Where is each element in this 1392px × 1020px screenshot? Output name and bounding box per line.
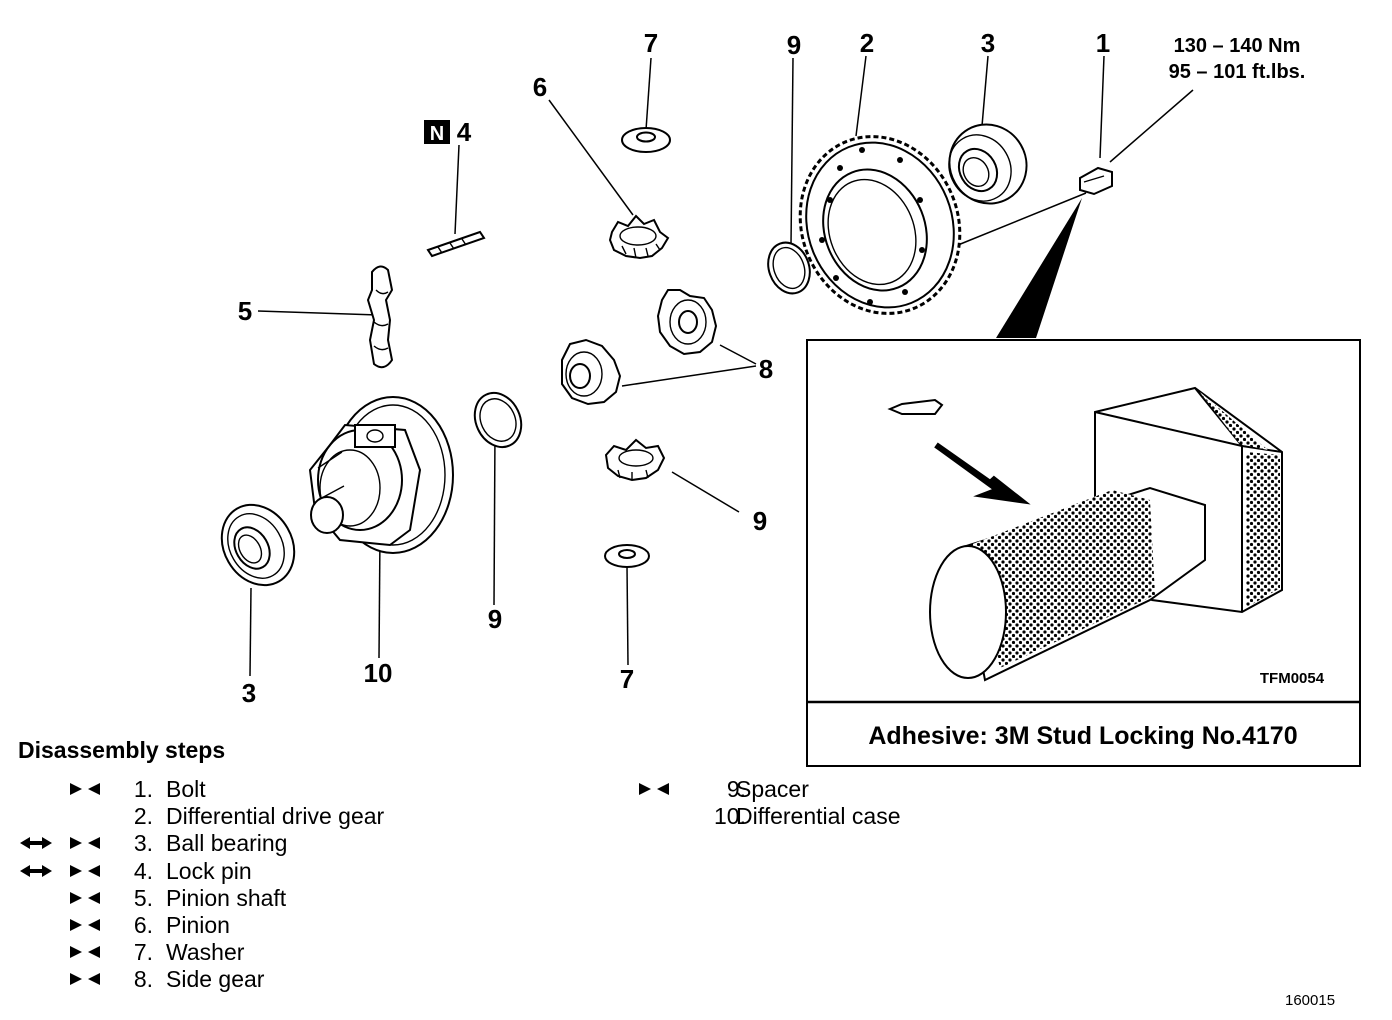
removal-service-mark-icon [18,830,54,857]
callout-2: 2 [860,28,874,58]
step-label: Bolt [166,776,206,802]
disassembly-steps-title: Disassembly steps [18,737,226,763]
spacer-case-side [473,391,523,449]
callout-4: 4 [457,117,472,147]
installation-service-mark-icon [68,912,102,939]
step-number: 9. [726,776,746,802]
step-label: Washer [166,939,245,966]
step-label: Pinion shaft [166,884,287,911]
step-number: 8. [133,966,153,993]
callout-9-top: 9 [787,30,801,60]
ball-bearing-top [948,123,1028,205]
callout-7-bottom: 7 [620,664,634,694]
installation-service-mark-icon [68,858,102,885]
detail-pointer [996,198,1082,338]
callout-10: 10 [364,658,393,688]
step-row: 4. Lock pin [0,858,560,885]
step-row: 9.Spacer [620,776,1040,803]
installation-service-mark-icon [68,885,102,912]
washer-top [621,127,671,153]
step-row: 1. Bolt [0,776,560,803]
step-row: 8. Side gear [0,966,560,993]
detail-box: Adhesive: 3M Stud Locking No.4170 TFM005… [806,339,1361,767]
steps-list-left: 1. Bolt 2. Differential drive gear 3. Ball be… [0,776,560,994]
washer-bottom [604,544,650,568]
pinion-top [608,214,670,260]
enlarged-bolt [929,386,1283,682]
callout-1: 1 [1096,28,1110,58]
differential-drive-gear [798,135,962,315]
pinion-bottom [604,438,666,482]
callout-5: 5 [238,296,252,326]
step-row: 10.Differential case [620,803,1040,830]
figure-number: 160015 [1285,992,1336,1009]
installation-service-mark-icon [637,776,671,803]
n-badge-letter: N [430,123,444,145]
step-number: 5. [133,884,153,911]
installation-service-mark-icon [68,939,102,966]
callout-8: 8 [759,354,773,384]
side-gear-upper [656,289,718,356]
step-label: Ball bearing [166,830,288,857]
step-number: 4. [133,857,153,884]
step-label: Side gear [166,966,265,993]
step-row: 3. Ball bearing [0,830,560,857]
differential-case [308,396,454,554]
callout-6: 6 [533,72,547,102]
adhesive-tube-icon [887,398,944,415]
callout-9-right: 9 [753,506,767,536]
callout-7-top: 7 [644,28,658,58]
step-number: 10. [714,803,746,830]
callout-3-bottom: 3 [242,678,256,708]
apply-arrow-icon [934,442,1031,505]
step-number: 7. [133,939,153,966]
step-number: 1. [133,776,153,802]
installation-service-mark-icon [68,966,102,993]
step-row: 2. Differential drive gear [0,803,560,830]
removal-service-mark-icon [18,858,54,885]
step-number: 2. [133,803,153,830]
installation-service-mark-icon [68,776,102,803]
leader-lines [249,55,1194,677]
side-gear-lower [561,338,622,406]
torque-metric: 130 – 140 Nm [1174,35,1301,57]
step-row: 7. Washer [0,939,560,966]
bolt [1079,166,1113,196]
step-label: Lock pin [166,857,252,884]
callout-3-top: 3 [981,28,995,58]
step-row: 6. Pinion [0,912,560,939]
ball-bearing-bottom [220,503,296,587]
installation-service-mark-icon [68,830,102,857]
torque-imperial: 95 – 101 ft.lbs. [1169,61,1306,83]
callout-9-left: 9 [488,604,502,634]
step-row: 5. Pinion shaft [0,885,560,912]
detail-figure-code: TFM0054 [1260,670,1325,687]
step-label: Differential drive gear [166,803,385,830]
lock-pin [426,230,486,258]
step-label: Pinion [166,911,230,938]
spacer-gear-side [767,241,811,295]
pinion-shaft [366,265,394,369]
step-label: Differential case [736,803,901,830]
step-label: Spacer [736,776,809,802]
step-number: 6. [133,911,153,938]
n-badge [424,120,450,144]
step-number: 3. [133,830,153,857]
adhesive-label: Adhesive: 3M Stud Locking No.4170 [868,722,1297,750]
